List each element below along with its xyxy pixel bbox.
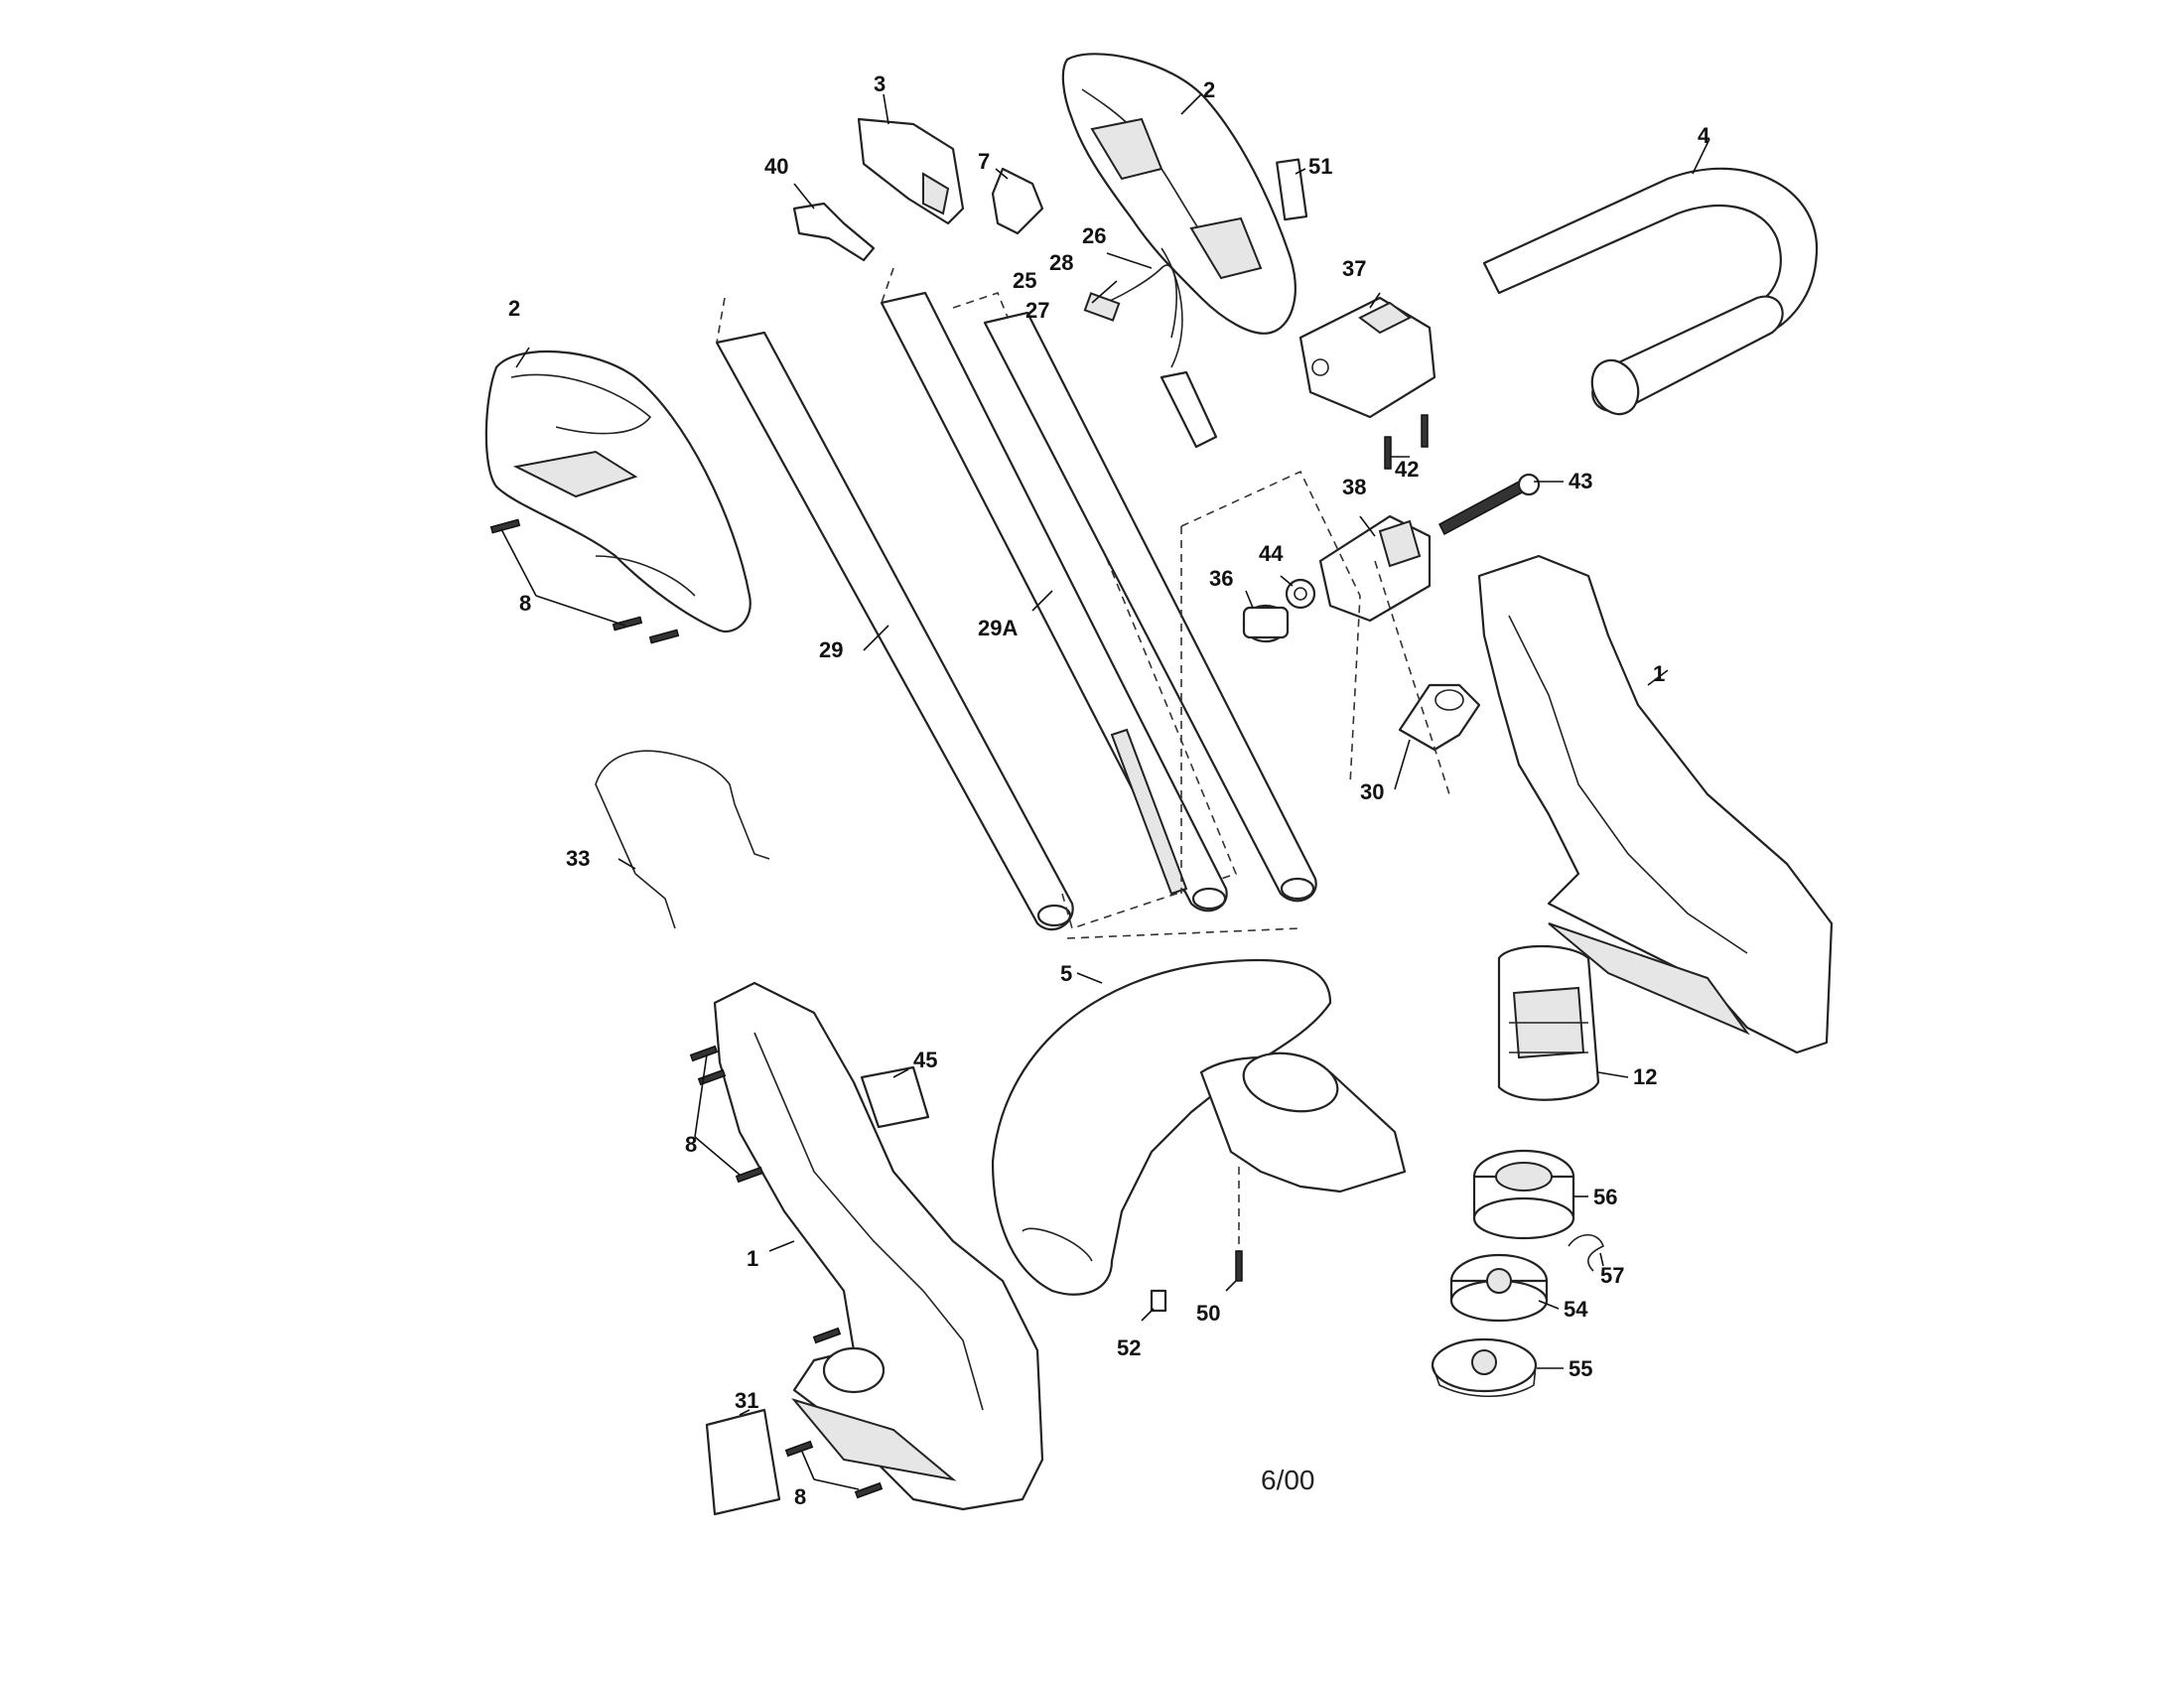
part-43-bolt <box>1438 473 1541 536</box>
callout-38: 38 <box>1342 475 1366 499</box>
callout-54: 54 <box>1564 1297 1588 1322</box>
part-31-cover-plate <box>705 1408 781 1516</box>
callout-12: 12 <box>1633 1064 1657 1089</box>
part-12-motor <box>1497 944 1600 1101</box>
callout-29a: 29A <box>978 616 1018 640</box>
clamp-group-outline <box>1180 470 1361 785</box>
callout-43: 43 <box>1569 469 1592 493</box>
callout-29: 29 <box>819 637 843 662</box>
callout-26: 26 <box>1082 223 1106 248</box>
callout-7: 7 <box>978 149 990 174</box>
part-44-nut <box>1285 578 1316 610</box>
part-7-trigger <box>991 167 1044 235</box>
part-1-right-housing <box>1477 554 1834 1054</box>
date-code: 6/00 <box>1261 1465 1315 1495</box>
callout-27: 27 <box>1025 298 1049 323</box>
part-29-shaft <box>715 297 1074 931</box>
callout-1-right: 1 <box>1653 661 1665 686</box>
callout-50: 50 <box>1196 1301 1220 1326</box>
callout-2-left: 2 <box>508 296 520 321</box>
callout-3: 3 <box>874 71 886 96</box>
part-3-switch-bracket <box>857 117 965 225</box>
part-33-edge-guide <box>595 750 770 875</box>
callout-5: 5 <box>1060 961 1072 986</box>
callout-57: 57 <box>1600 1263 1624 1288</box>
callout-8-lower: 8 <box>794 1484 806 1509</box>
part-2-left-housing <box>484 350 751 633</box>
callout-8-upper: 8 <box>519 591 531 616</box>
part-54-hub <box>1449 1253 1549 1323</box>
part-30-guard-clip <box>1398 683 1481 752</box>
callout-56: 56 <box>1593 1185 1617 1209</box>
callout-42: 42 <box>1395 457 1419 482</box>
part-37-handle-clamp <box>1298 296 1436 419</box>
callout-labels: 3 2 51 4 40 7 26 28 25 27 37 2 42 43 38 … <box>508 71 1710 1509</box>
callout-51: 51 <box>1308 154 1332 179</box>
callout-37: 37 <box>1342 256 1366 281</box>
callout-31: 31 <box>735 1388 758 1413</box>
part-2-upper-handle-half <box>1061 53 1297 335</box>
part-57-spring <box>1568 1233 1604 1272</box>
part-36-knob <box>1242 604 1290 643</box>
part-52-clip <box>1150 1289 1167 1313</box>
callout-55: 55 <box>1569 1356 1592 1381</box>
callout-28: 28 <box>1049 250 1073 275</box>
callout-33: 33 <box>566 846 590 871</box>
part-45-label <box>860 1065 930 1129</box>
part-55-cap <box>1431 1337 1538 1397</box>
part-25-28-wires <box>1083 247 1218 449</box>
guide-line-bottom <box>1066 927 1301 939</box>
part-8-screws-lower <box>689 1045 884 1499</box>
part-29a-shaft-assembly <box>880 267 1317 930</box>
part-42-screws <box>1384 414 1429 470</box>
part-8-screws-upper <box>489 518 680 644</box>
part-4-aux-handle <box>1482 167 1819 416</box>
part-33-leg <box>634 873 676 929</box>
part-5-guard <box>991 958 1407 1296</box>
callout-25: 25 <box>1013 268 1036 293</box>
callout-45: 45 <box>913 1048 937 1072</box>
part-40-lockout <box>792 202 876 262</box>
part-1-left-housing <box>713 981 1044 1511</box>
callout-2-top: 2 <box>1203 77 1215 102</box>
callout-1-left: 1 <box>747 1246 758 1271</box>
callout-36: 36 <box>1209 566 1233 591</box>
callout-40: 40 <box>764 154 788 179</box>
part-50-screw <box>1235 1250 1243 1282</box>
part-56-spool <box>1472 1149 1575 1240</box>
leader-lines <box>500 93 1710 1490</box>
callout-4: 4 <box>1698 123 1710 148</box>
part-51-label <box>1276 158 1308 221</box>
part-38-clamp-half <box>1318 514 1432 623</box>
callout-8-mid: 8 <box>685 1132 697 1157</box>
callout-30: 30 <box>1360 779 1384 804</box>
callout-52: 52 <box>1117 1335 1141 1360</box>
callout-44: 44 <box>1259 541 1284 566</box>
